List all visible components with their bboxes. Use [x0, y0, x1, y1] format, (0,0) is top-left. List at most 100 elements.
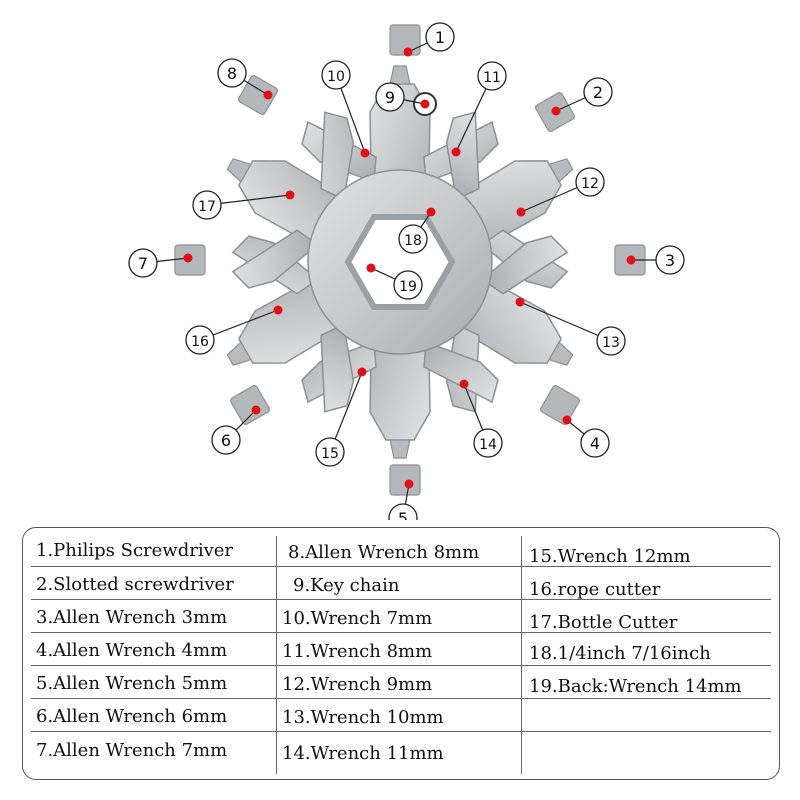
marker-dot [263, 90, 273, 100]
legend-item-1: 1.Philips Screwdriver [36, 540, 234, 561]
marker-dot [626, 255, 636, 265]
callout-number: 19 [399, 279, 417, 295]
marker-dot [420, 99, 430, 109]
callout-16: 16 [185, 325, 215, 355]
marker-dot [251, 405, 261, 415]
callout-7: 7 [128, 248, 158, 278]
callout-circle [217, 58, 247, 88]
callout-circle [580, 428, 610, 458]
callout-circle [393, 270, 423, 300]
callout-circle [128, 248, 158, 278]
callout-number: 17 [198, 199, 216, 215]
callout-6: 6 [211, 425, 241, 455]
legend-item-11: 11.Wrench 8mm [282, 641, 433, 662]
callout-12: 12 [575, 167, 605, 197]
legend-item-15: 15.Wrench 12mm [529, 546, 691, 567]
marker-dot [404, 479, 414, 489]
allen-bit-4mm [540, 385, 580, 425]
callout-number: 6 [221, 431, 231, 450]
marker-dot [366, 263, 376, 273]
callout-15: 15 [315, 437, 345, 467]
callout-3: 3 [655, 245, 685, 275]
marker-dot [451, 147, 461, 157]
allen-bit-5mm [389, 464, 421, 496]
legend-item-16: 16.rope cutter [529, 579, 661, 600]
legend-item-13: 13.Wrench 10mm [282, 707, 444, 728]
callout-9: 9 [375, 82, 405, 112]
marker-dot [562, 415, 572, 425]
callout-17: 17 [192, 190, 222, 220]
marker-dot [357, 367, 367, 377]
callout-circle [321, 60, 351, 90]
callout-number: 2 [593, 83, 603, 102]
marker-dot [183, 253, 193, 263]
callout-19: 19 [393, 270, 423, 300]
marker-dot [285, 190, 295, 200]
marker-dot [360, 148, 370, 158]
legend-item-2: 2.Slotted screwdriver [36, 574, 234, 595]
legend-item-10: 10.Wrench 7mm [282, 608, 433, 629]
callout-circle [477, 61, 507, 91]
callout-circle [185, 325, 215, 355]
callout-number: 18 [404, 233, 422, 249]
callout-circle [398, 224, 428, 254]
marker-dot [426, 207, 436, 217]
snowflake-tool-body [174, 24, 646, 496]
callout-circle [192, 190, 222, 220]
marker-dot [515, 297, 525, 307]
callout-markers [183, 47, 636, 489]
callout-circle [375, 82, 405, 112]
callout-circle [596, 326, 626, 356]
callout-circle [425, 22, 455, 52]
legend-item-3: 3.Allen Wrench 3mm [36, 607, 228, 628]
legend-item-17: 17.Bottle Cutter [529, 612, 678, 633]
callout-circle [583, 77, 613, 107]
callout-8: 8 [217, 58, 247, 88]
callout-number: 5 [398, 509, 408, 520]
marker-dot [551, 106, 561, 116]
legend-item-5: 5.Allen Wrench 5mm [36, 673, 228, 694]
marker-dot [516, 207, 526, 217]
legend-item-12: 12.Wrench 9mm [282, 674, 433, 695]
legend-item-14: 14.Wrench 11mm [282, 743, 444, 764]
callout-number: 9 [385, 88, 395, 107]
allen-bit-8mm [238, 75, 278, 115]
marker-dot [403, 47, 413, 57]
legend-item-6: 6.Allen Wrench 6mm [36, 706, 228, 727]
callout-circle [388, 503, 418, 520]
callout-number: 7 [138, 254, 148, 273]
callout-11: 11 [477, 61, 507, 91]
legend-table: 1.Philips Screwdriver 2.Slotted screwdri… [22, 527, 780, 780]
callout-number: 3 [665, 251, 675, 270]
callout-2: 2 [583, 77, 613, 107]
callout-18: 18 [398, 224, 428, 254]
callout-circle [473, 428, 503, 458]
callout-14: 14 [473, 428, 503, 458]
marker-dot [273, 305, 283, 315]
callout-number: 8 [227, 64, 237, 83]
callout-10: 10 [321, 60, 351, 90]
callout-4: 4 [580, 428, 610, 458]
marker-dot [459, 379, 469, 389]
callout-number: 11 [483, 70, 501, 86]
callout-number: 13 [602, 335, 620, 351]
leader-line [519, 301, 612, 342]
legend-item-7: 7.Allen Wrench 7mm [36, 740, 228, 761]
callout-number: 10 [327, 69, 345, 85]
callout-circle [655, 245, 685, 275]
legend-item-8: 8.Allen Wrench 8mm [288, 542, 480, 563]
callout-number: 12 [581, 176, 599, 192]
callout-circle [575, 167, 605, 197]
legend-item-18: 18.1/4inch 7/16inch [529, 643, 711, 664]
callout-1: 1 [425, 22, 455, 52]
legend-item-9: 9.Key chain [293, 575, 400, 596]
allen-bit-6mm [230, 385, 270, 425]
callout-number: 15 [321, 446, 339, 462]
callout-number: 16 [191, 334, 209, 350]
callout-circle [211, 425, 241, 455]
callout-number: 4 [590, 434, 600, 453]
callout-number: 1 [435, 28, 445, 47]
